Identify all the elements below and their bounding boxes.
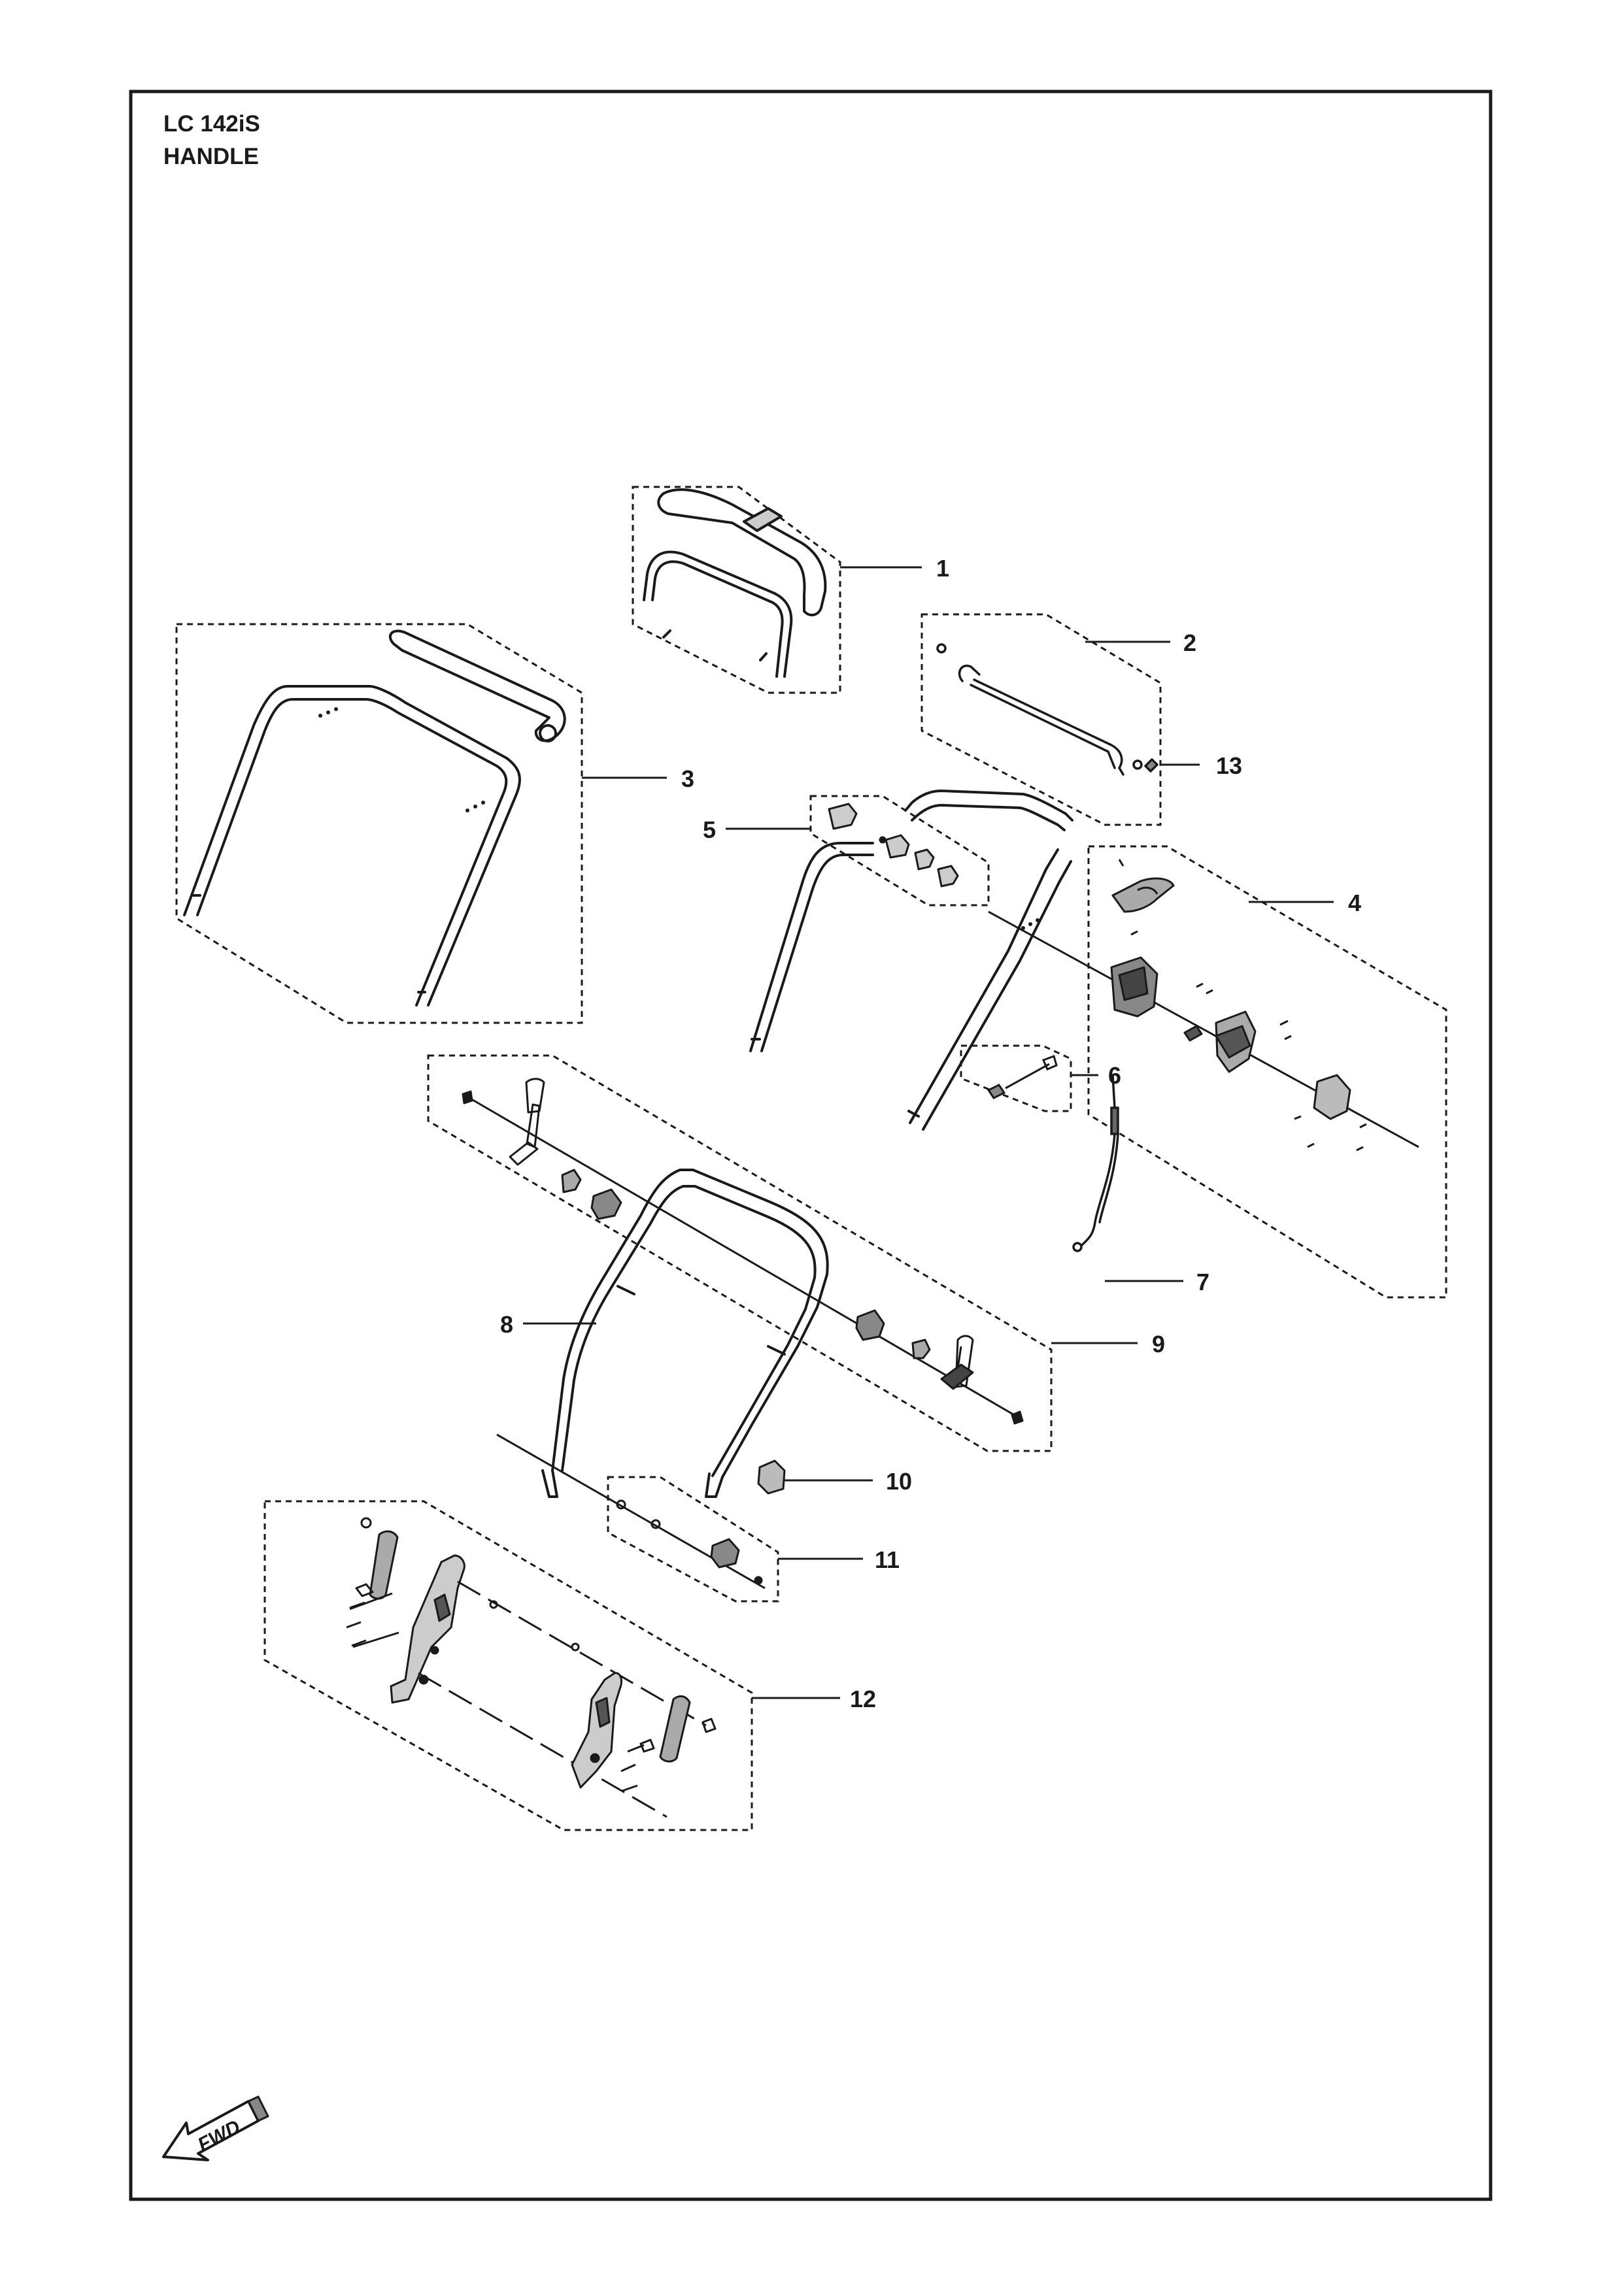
leader-lines (523, 566, 1334, 1699)
callout-4: 4 (1348, 890, 1361, 916)
part-1-top-grip (643, 488, 827, 678)
part-8-lower-handle (541, 1169, 829, 1498)
callout-11: 11 (875, 1546, 900, 1573)
group-outline-11 (607, 1476, 779, 1603)
part-11-pivot-bolt (496, 1433, 766, 1589)
page-border (129, 90, 1493, 2201)
callout-5: 5 (703, 816, 716, 843)
part-9-knob-assembly (462, 1078, 1024, 1425)
callout-13: 13 (1216, 752, 1242, 779)
group-outline-3 (175, 623, 583, 1024)
part-5-knob-set (828, 803, 959, 888)
group-outline-2 (921, 613, 1162, 826)
part-4-control-housing (988, 859, 1419, 1152)
part-10-insert (757, 1459, 786, 1495)
part-6-bolt-nut (987, 1055, 1058, 1099)
callout-8: 8 (500, 1311, 513, 1338)
part-3-upper-handle (183, 629, 566, 1007)
group-outline-4 (1087, 845, 1447, 1299)
callout-2: 2 (1183, 629, 1196, 656)
part-2-control-rod (936, 643, 1158, 776)
callout-12: 12 (850, 1686, 876, 1712)
model-title: LC 142iS (163, 111, 260, 137)
group-outline-9 (427, 1054, 1053, 1452)
callout-7: 7 (1196, 1269, 1209, 1295)
group-outline-12 (263, 1500, 753, 1831)
callout-3: 3 (681, 765, 694, 792)
middle-handle-frame (749, 790, 1073, 1131)
part-7-cable (1072, 1074, 1119, 1252)
group-outline-1 (632, 486, 841, 694)
callout-9: 9 (1152, 1331, 1165, 1357)
group-outlines (175, 486, 1447, 1831)
callout-1: 1 (936, 555, 949, 582)
callout-6: 6 (1108, 1062, 1121, 1089)
callout-10: 10 (886, 1468, 912, 1495)
part-12-pivot-brackets (346, 1517, 717, 1818)
fwd-arrow-icon: FWD (162, 2095, 269, 2161)
part-13-nut (1144, 758, 1158, 773)
section-title: HANDLE (163, 144, 259, 169)
